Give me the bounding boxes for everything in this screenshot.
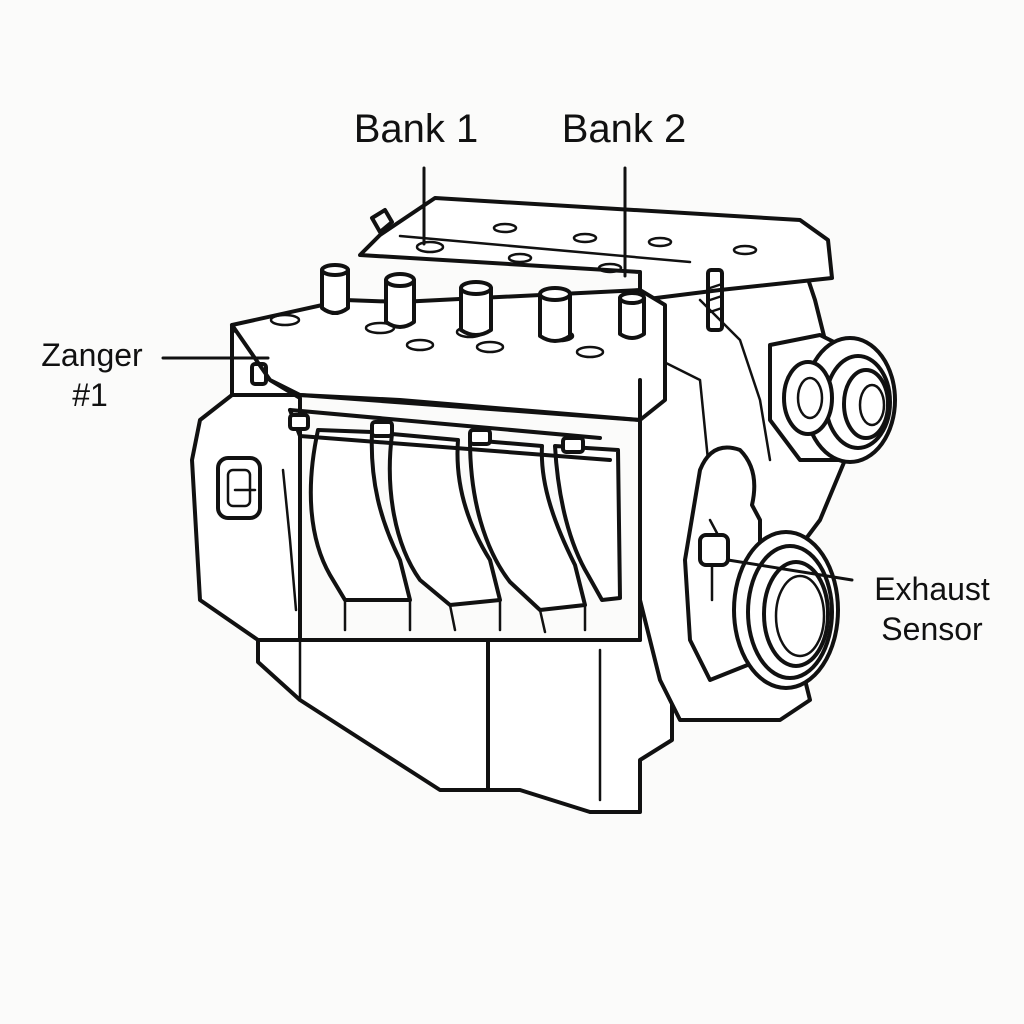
sensor1-label-line1: Zanger [41,337,143,373]
exhaust-sensor-leader [726,558,854,582]
exhaust-sensor-body [698,533,730,567]
plug-tower [459,280,493,337]
valve-cover [358,196,834,332]
plug-tower [538,286,572,343]
bank1-label: Bank 1 [354,107,479,151]
plug-tower [618,291,646,340]
dipstick [706,268,724,332]
exhaust-pipe [683,445,840,690]
engine-block-lower [256,596,674,814]
turbo-outlet [768,333,897,464]
sensor1-label-line2: #1 [72,377,108,413]
exhaust-runner [468,438,587,634]
plug-tower [320,263,350,315]
plug-towers [320,263,646,343]
exhaust-runners [288,408,622,634]
plug-tower [384,272,416,329]
exhaust-runner [308,428,412,632]
exhaust-runner [553,444,622,602]
exhaust-sensor-label-line2: Sensor [881,611,983,647]
bank2-label: Bank 2 [562,107,687,151]
mount-boss [216,456,262,520]
sensor-port [250,362,268,386]
exhaust-runner [387,432,502,632]
exhaust-sensor-label-line1: Exhaust [874,571,990,607]
